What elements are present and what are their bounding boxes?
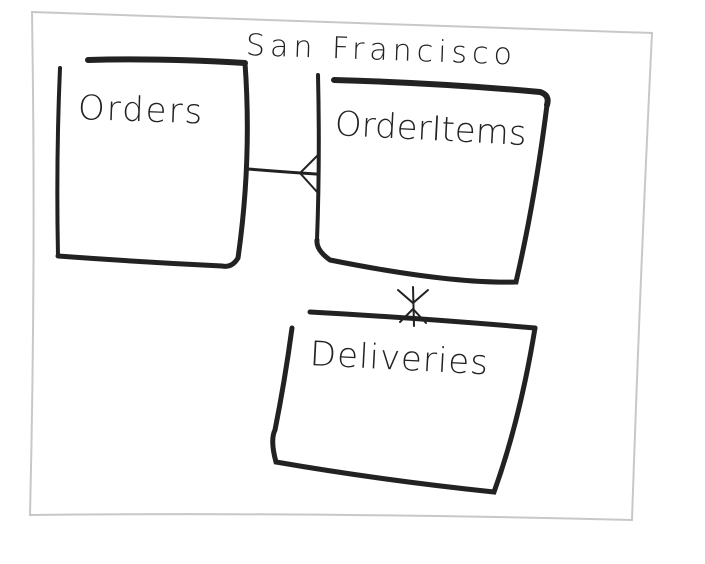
frame-border [28,10,654,522]
entity-label-orders: Orders [77,88,205,133]
relationship-orders-orderitems [246,154,319,194]
entity-orderitems[interactable] [314,73,551,285]
entity-orders[interactable] [55,56,250,269]
relationship-orderitems-deliveries [397,286,429,327]
